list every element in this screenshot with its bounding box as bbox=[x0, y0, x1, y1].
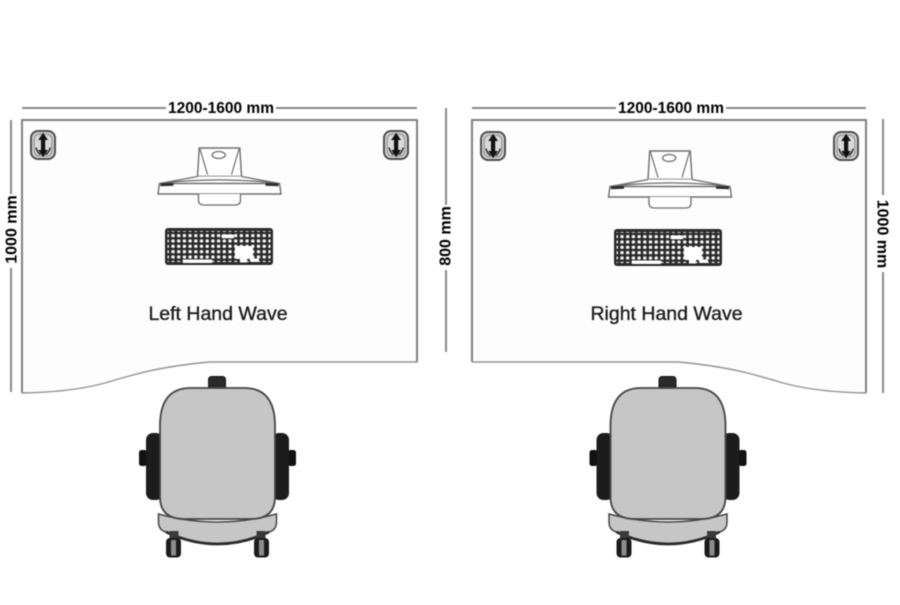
svg-text:1000 mm: 1000 mm bbox=[4, 195, 21, 264]
svg-text:Right Hand Wave: Right Hand Wave bbox=[590, 303, 742, 325]
svg-text:1200-1600 mm: 1200-1600 mm bbox=[618, 100, 724, 117]
svg-text:800 mm: 800 mm bbox=[438, 206, 455, 266]
svg-text:1200-1600 mm: 1200-1600 mm bbox=[168, 100, 274, 117]
svg-text:Left Hand Wave: Left Hand Wave bbox=[148, 303, 287, 325]
svg-text:1000 mm: 1000 mm bbox=[874, 200, 891, 269]
